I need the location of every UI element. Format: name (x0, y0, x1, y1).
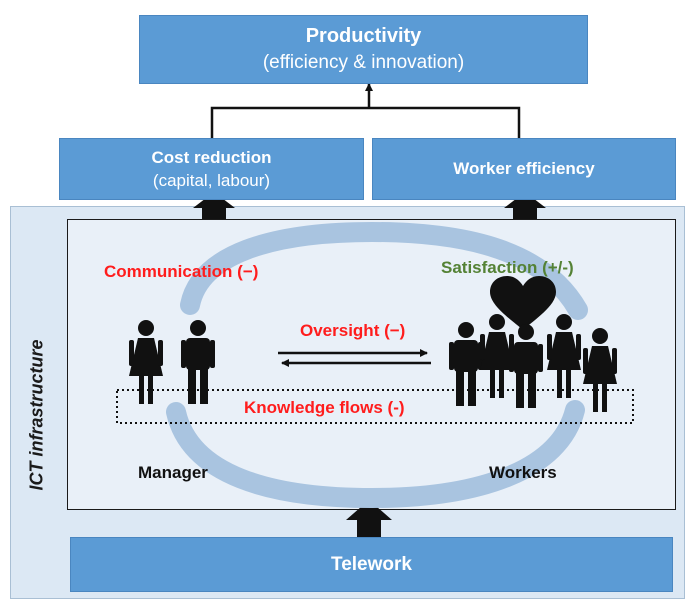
productivity-subtitle: (efficiency & innovation) (262, 52, 465, 73)
communication-label: Communication (−) (104, 262, 259, 281)
workers-label: Workers (489, 463, 557, 482)
up-arrow-icon (346, 500, 392, 537)
telework-title: Telework (331, 553, 412, 575)
knowledge-flows-box (116, 389, 634, 424)
up-arrow-icon (193, 192, 235, 219)
satisfaction-label: Satisfaction (+/-) (441, 258, 574, 277)
up-arrow-icon (504, 192, 546, 219)
person-icon (583, 328, 617, 412)
person-icon (509, 324, 543, 408)
cost-reduction-title: Cost reduction (151, 147, 272, 167)
manager-figures (129, 320, 215, 404)
connector-lines (210, 83, 521, 138)
heart-icon (490, 276, 556, 330)
person-icon (480, 314, 514, 398)
productivity-box: Productivity (efficiency & innovation) (139, 15, 588, 84)
person-icon (547, 314, 581, 398)
worker-efficiency-box: Worker efficiency (372, 138, 676, 200)
knowledge-flows-label: Knowledge flows (-) (244, 398, 405, 417)
oversight-label: Oversight (−) (300, 321, 406, 340)
cost-reduction-subtitle: (capital, labour) (152, 170, 271, 190)
cost-reduction-box: Cost reduction (capital, labour) (59, 138, 364, 200)
person-icon (129, 320, 163, 404)
worker-efficiency-title: Worker efficiency (453, 159, 595, 178)
telework-box: Telework (70, 537, 673, 592)
person-icon (181, 320, 215, 404)
workers-figures (449, 314, 617, 412)
person-icon (449, 322, 483, 406)
cycle-arrow (166, 221, 588, 509)
productivity-title: Productivity (305, 25, 422, 47)
double-arrow-icon (278, 349, 431, 367)
manager-label: Manager (138, 463, 208, 482)
